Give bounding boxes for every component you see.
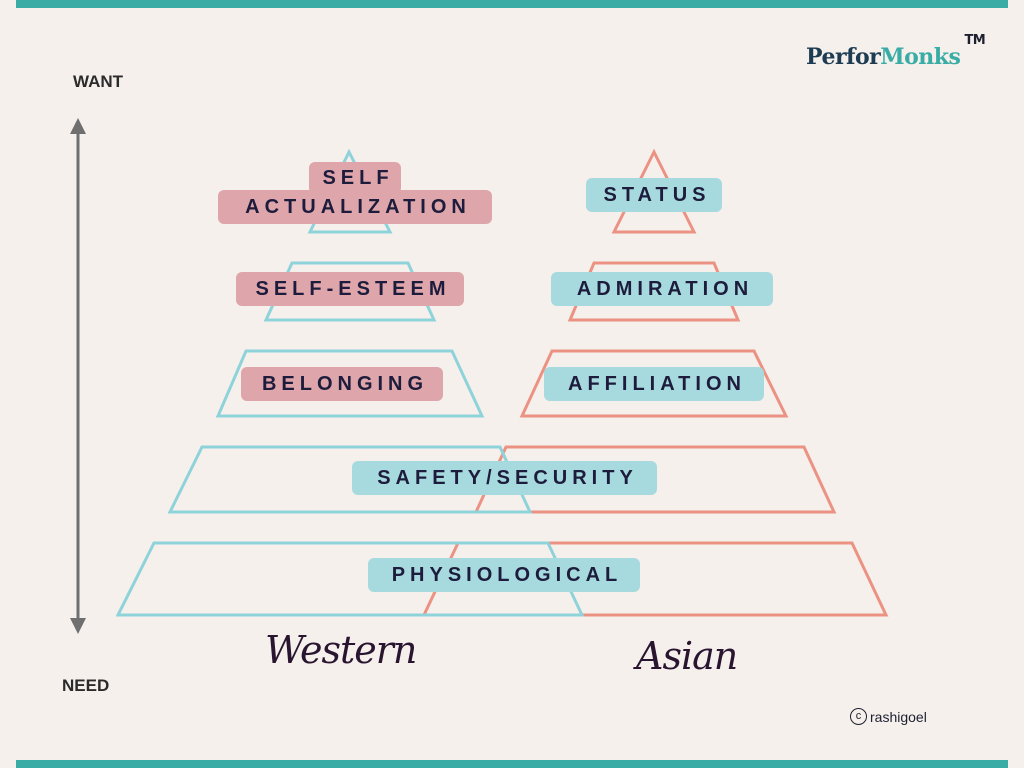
- label-status: STATUS: [586, 178, 722, 212]
- arrow-up-icon: [70, 118, 86, 134]
- arrow-down-icon: [70, 618, 86, 634]
- western-caption: Western: [265, 628, 417, 672]
- label-physiological: PHYSIOLOGICAL: [368, 558, 640, 592]
- brand-logo: PerforMonksTM: [806, 33, 986, 70]
- copyright-icon: c: [850, 708, 867, 725]
- label-belonging: BELONGING: [241, 367, 443, 401]
- brand-name-part1: Perfor: [806, 44, 881, 70]
- want-need-axis-arrow: [70, 118, 86, 634]
- western-level-belonging-shape: [215, 349, 485, 418]
- trademark-mark: TM: [964, 32, 986, 48]
- copyright-credit: c rashigoel: [850, 708, 927, 725]
- credit-text: rashigoel: [870, 708, 927, 725]
- label-actualization: ACTUALIZATION: [218, 190, 492, 224]
- label-safety-security: SAFETY/SECURITY: [352, 461, 657, 495]
- top-accent-bar: [16, 0, 1008, 8]
- brand-name-part2: Monks: [880, 44, 961, 70]
- need-label: NEED: [62, 676, 110, 695]
- label-self-esteem: SELF-ESTEEM: [236, 272, 464, 306]
- label-admiration: ADMIRATION: [551, 272, 773, 306]
- label-self: SELF: [309, 162, 401, 194]
- western-level-safety-shape: [167, 445, 533, 514]
- asian-caption: Asian: [636, 634, 738, 678]
- label-affiliation: AFFILIATION: [544, 367, 764, 401]
- want-label: WANT: [73, 72, 124, 91]
- bottom-accent-bar: [16, 760, 1008, 768]
- asian-level-affiliation-shape: [519, 349, 789, 418]
- western-level-physiological-shape: [115, 541, 585, 617]
